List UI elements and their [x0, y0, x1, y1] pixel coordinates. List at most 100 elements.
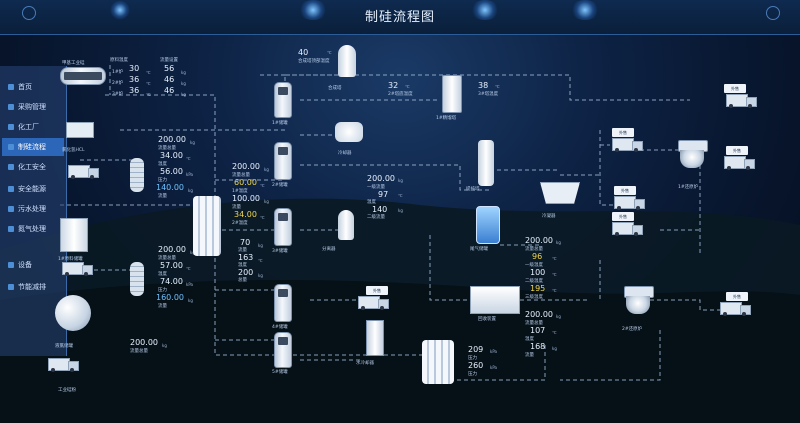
out-tag: 外售: [726, 292, 748, 301]
equipment-label: 冷却器: [338, 151, 352, 156]
nav-label: 化工安全: [18, 163, 46, 171]
reading-unit: kg: [556, 314, 561, 319]
filter-column[interactable]: [130, 262, 144, 296]
reading-value: 100: [530, 268, 546, 277]
truck-icon: [614, 196, 645, 210]
home-icon: [8, 84, 14, 90]
cooling-tower[interactable]: [366, 320, 384, 356]
reading-value: 34.00: [160, 151, 183, 160]
nav-item-chemical[interactable]: 化工厂: [2, 118, 64, 136]
row-unit: kg: [181, 92, 186, 97]
reading-unit: ℃: [405, 84, 410, 89]
out-tag: 外售: [726, 146, 748, 155]
reading-value: 40: [298, 48, 309, 57]
reading-unit: kg: [162, 343, 167, 348]
nav-item-silicon[interactable]: 制硅流程: [2, 138, 64, 156]
nav-label: 采购管理: [18, 103, 46, 111]
nav-item-device[interactable]: 设备: [2, 256, 64, 274]
reading-value: 200.00: [232, 162, 260, 171]
equipment-label: 回收装置: [478, 317, 496, 322]
filter-column[interactable]: [130, 158, 144, 192]
reading-unit: kg: [264, 167, 269, 172]
reactor-cluster[interactable]: [422, 340, 454, 384]
tank-3[interactable]: [274, 208, 292, 246]
nav-item-energy[interactable]: 安全能源: [2, 180, 64, 198]
nav-item-saving[interactable]: 节能减排: [2, 278, 64, 296]
spherical-tank[interactable]: [55, 295, 91, 331]
light-icon: [110, 0, 130, 20]
row-unit: kg: [181, 70, 186, 75]
tank-2[interactable]: [274, 142, 292, 180]
reading-unit: ℃: [260, 215, 265, 220]
tank-label: 2#储罐: [272, 183, 288, 188]
equipment-label: 尾气储罐: [470, 247, 488, 252]
cooler-unit[interactable]: [335, 122, 363, 142]
tank-4[interactable]: [274, 284, 292, 322]
out-tag: 外售: [612, 212, 634, 221]
purifier-tower[interactable]: [478, 140, 494, 186]
reading-unit: kg: [556, 240, 561, 245]
reading-unit: ℃: [186, 156, 191, 161]
nav-item-water[interactable]: 污水处理: [2, 200, 64, 218]
reading-label: 压力: [468, 356, 477, 361]
hcl-tank[interactable]: [66, 122, 94, 138]
reading-value: 200: [238, 268, 254, 277]
unit-label: 甲基工业硅: [62, 61, 85, 66]
raw-material-tank[interactable]: [60, 218, 88, 252]
reactor-cluster[interactable]: [193, 196, 221, 256]
reading-unit: ℃: [552, 330, 557, 335]
nav-item-nitrogen[interactable]: 氮气处理: [2, 220, 64, 238]
reading-unit: kg: [258, 273, 263, 278]
reading-value: 70: [240, 238, 251, 247]
unit-label: 氯化氢HCL: [62, 148, 85, 153]
menu-icon[interactable]: [22, 6, 36, 20]
reading-value: 96: [532, 252, 543, 261]
reading-unit: kg: [258, 243, 263, 248]
equipment-label: 合成塔: [328, 86, 342, 91]
nav-label: 节能减排: [18, 283, 46, 291]
separator[interactable]: [338, 210, 354, 240]
reading-label: 三级温度: [525, 295, 543, 300]
table-header: 流量设置: [160, 58, 178, 63]
reading-unit: kg: [188, 298, 193, 303]
equipment-label: 1#精馏塔: [436, 116, 457, 121]
nav-label: 化工厂: [18, 123, 39, 131]
reading-label: 温度: [367, 200, 376, 205]
reading-value: 74.00: [160, 277, 183, 286]
reading-label: 流量: [232, 205, 241, 210]
reading-value: 195: [530, 284, 546, 293]
reading-unit: kg: [398, 178, 403, 183]
out-tag: 外售: [366, 286, 388, 295]
nav-label: 制硅流程: [18, 143, 46, 151]
reading-value: 57.00: [160, 261, 183, 270]
reading-label: 1#温度: [232, 189, 248, 194]
reading-value: 163: [238, 253, 254, 262]
tank-5[interactable]: [274, 332, 292, 368]
furnace[interactable]: [540, 182, 580, 204]
settings-icon[interactable]: [766, 6, 780, 20]
row-temp: 36: [129, 86, 140, 95]
reading-unit: ℃: [258, 258, 263, 263]
truck-icon: [724, 156, 755, 170]
reading-value: 107: [530, 326, 546, 335]
reading-unit: ℃: [552, 272, 557, 277]
tank-label: 5#储罐: [272, 370, 288, 375]
equipment-label: 2#还原炉: [622, 327, 643, 332]
recovery-unit[interactable]: [470, 286, 520, 314]
rectifier-tower[interactable]: [442, 75, 462, 113]
reading-value: 200.00: [158, 135, 186, 144]
row-unit: kg: [181, 81, 186, 86]
tank-1[interactable]: [274, 82, 292, 118]
nav-item-safety[interactable]: 化工安全: [2, 158, 64, 176]
nav-item-purchase[interactable]: 采购管理: [2, 98, 64, 116]
reading-unit: kPa: [186, 172, 193, 177]
truck-icon: [358, 296, 389, 310]
storage-tank-blue[interactable]: [476, 206, 500, 244]
nav-item-home[interactable]: 首页: [2, 78, 64, 96]
industrial-silicon-tank[interactable]: [60, 67, 106, 85]
reading-label: 3#塔温度: [478, 92, 499, 97]
synthesis-tower[interactable]: [338, 45, 356, 77]
flow-icon: [8, 144, 14, 150]
reading-unit: ℃: [552, 256, 557, 261]
